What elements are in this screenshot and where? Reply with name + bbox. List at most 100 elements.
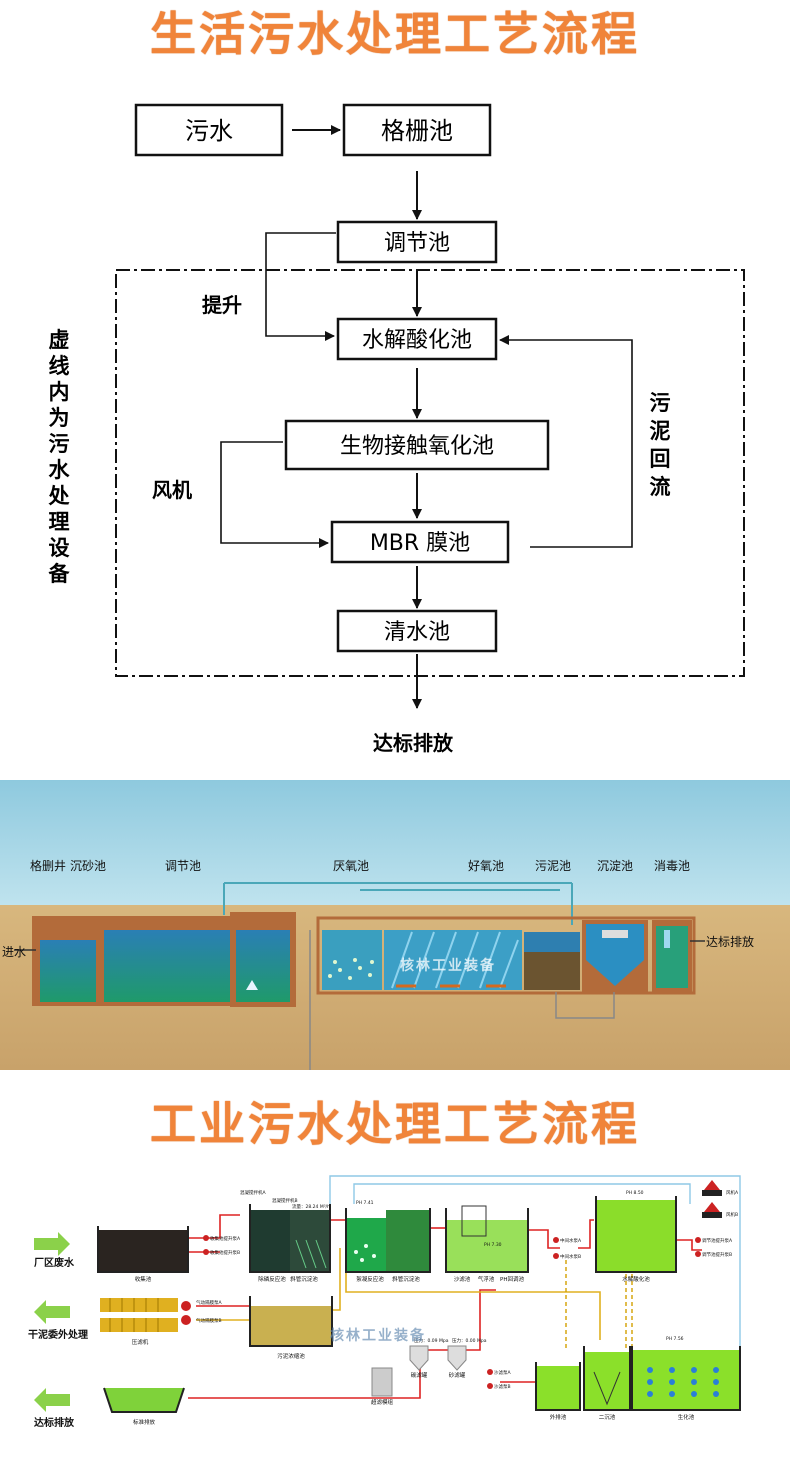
plant-section: 格删井 沉砂池 调节池 厌氧池 好氧池 污泥池 沉淀池 消毒池 进水 达标排放 … [0,780,790,1070]
label-mix-b: 混凝搅拌机B [272,1197,298,1204]
label-sludge-return: 污泥回流 [650,391,671,499]
tank-outer [535,1362,581,1411]
plant-label-adjust: 调节池 [165,859,201,873]
box-clear-water: 清水池 [336,609,498,653]
label-hydrolysis: 水解酸化池 [622,1275,650,1283]
domestic-flowchart: 污水 格栅池 调节池 水解酸化池 生物接触氧化池 MBR 膜池 清水池 提升 [48,103,745,755]
svg-text:污泥回流: 污泥回流 [650,391,671,499]
side-label-dry: 干泥委外处理 [28,1328,88,1341]
tank-phosphorus [249,1204,331,1273]
svg-text:虚线内为污水处理设备: 虚线内为污水处理设备 [48,328,71,586]
label-fan-b: 风机B [726,1211,738,1218]
plant-label-outlet: 达标排放 [706,934,754,949]
label-incline: 斜管沉淀池 [290,1275,318,1283]
label-phosphorus: 除磷反应池 [258,1275,286,1283]
svg-text:清水池: 清水池 [384,620,450,645]
tank-sludge-thick [249,1296,333,1347]
side-label-factory: 厂区废水 [34,1256,75,1269]
industrial-watermark: 核林工业装备 [330,1327,426,1344]
tank-anoxic [322,930,382,990]
box-hydrolysis: 水解酸化池 [336,317,498,361]
fan-b [702,1202,722,1218]
label-sand-tank: 砂滤罐 [449,1371,466,1379]
label-standard: 标准排放 [133,1418,156,1426]
label-discharge: 达标排放 [373,731,454,755]
svg-text:MBR 膜池: MBR 膜池 [370,531,470,556]
label-mid-b: 中间水泵B [560,1253,581,1260]
label-secondary: 二沉池 [599,1413,616,1421]
box-mbr: MBR 膜池 [330,520,510,564]
filter-press [100,1298,191,1332]
label-ph1: PH 7.41 [356,1200,374,1206]
side-label-discharge: 达标排放 [34,1416,75,1429]
sand-tank [447,1345,467,1371]
box-contact-oxidation: 生物接触氧化池 [284,419,550,471]
equipment-boundary [115,269,745,677]
label-lift: 提升 [202,293,242,317]
tank-coag [345,1208,431,1273]
plant-label-aerobic: 好氧池 [468,859,504,873]
label-flotation: 气浮池 [478,1275,495,1283]
label-blower: 风机 [152,478,192,502]
side-arrow-factory [34,1232,70,1256]
plant-label-settle: 沉淀池 [597,859,633,873]
svg-text:调节池: 调节池 [384,231,450,256]
plant-label-anoxic: 厌氧池 [333,859,369,873]
side-arrow-dry [34,1300,70,1324]
label-ph3: PH 8.50 [626,1190,644,1196]
tank-standard [103,1387,185,1413]
label-flow: 流量：28.24 M³/h [292,1203,330,1210]
label-sludge-thick: 污泥浓缩池 [277,1352,305,1360]
tank-bio [631,1346,741,1411]
label-ph4: PH 7.56 [666,1336,684,1342]
label-coag: 絮凝反应池 [356,1275,384,1283]
label-sandpump-b: 沙滤泵B [494,1383,511,1390]
svg-text:水解酸化池: 水解酸化池 [362,328,472,353]
plant-label-grit: 沉砂池 [70,859,106,873]
ultrafiltration [371,1367,393,1397]
label-filter-press: 压滤机 [132,1338,149,1346]
industrial-title: 工业污水处理工艺流程 [150,1097,640,1151]
carbon-tank [409,1345,429,1371]
box-equalization: 调节池 [336,220,498,264]
fan-a [702,1180,722,1196]
label-press2: 压力：0.00 Mpa [452,1337,487,1344]
plant-label-disinfect: 消毒池 [654,859,690,873]
svg-text:格栅池: 格栅池 [381,117,453,145]
domestic-title: 生活污水处理工艺流程 [150,7,640,61]
tank-sludge [524,932,580,990]
tank-collection [97,1226,189,1273]
tank-grille [32,916,102,1006]
label-dashed-note: 虚线内为污水处理设备 [48,328,71,586]
label-incline2: 斜管沉淀池 [392,1275,420,1283]
industrial-process: 厂区废水 干泥委外处理 达标排放 [28,1175,741,1429]
label-adj-a: 调节池提升泵A [702,1237,733,1244]
side-arrow-discharge [34,1388,70,1412]
plant-label-inlet: 进水 [2,945,26,959]
label-adj-b: 调节池提升泵B [702,1251,732,1258]
svg-text:生物接触氧化池: 生物接触氧化池 [340,434,494,459]
plant-label-grille: 格删井 [30,858,66,873]
tank-sand [445,1205,529,1273]
tank-secondary [583,1346,631,1411]
flow-arrows [220,125,633,709]
label-sand: 沙滤池 [454,1275,471,1283]
label-ph: PH回调池 [500,1275,524,1283]
tank-settle [582,920,648,992]
label-carbon: 碳滤罐 [411,1371,428,1379]
label-mix-a: 混凝搅拌机A [240,1189,266,1196]
tank-adjust [230,912,296,1007]
tank-aerobic [384,930,522,990]
box-wastewater: 污水 [134,103,284,157]
label-bio: 生化池 [678,1413,695,1421]
tank-disinfect [652,920,692,992]
label-pump-a: 收集池提升泵A [210,1235,241,1242]
label-press1: 压力：0.09 Mpa [414,1337,449,1344]
svg-text:污水: 污水 [185,117,233,145]
label-diaph-a: 气动隔膜泵A [196,1299,222,1306]
label-collection: 收集池 [135,1275,152,1283]
label-ph2: PH 7.30 [484,1242,502,1248]
plant-label-sludge: 污泥池 [535,859,571,873]
label-fan-a: 风机A [726,1189,739,1196]
tank-hydrolysis [595,1196,677,1273]
